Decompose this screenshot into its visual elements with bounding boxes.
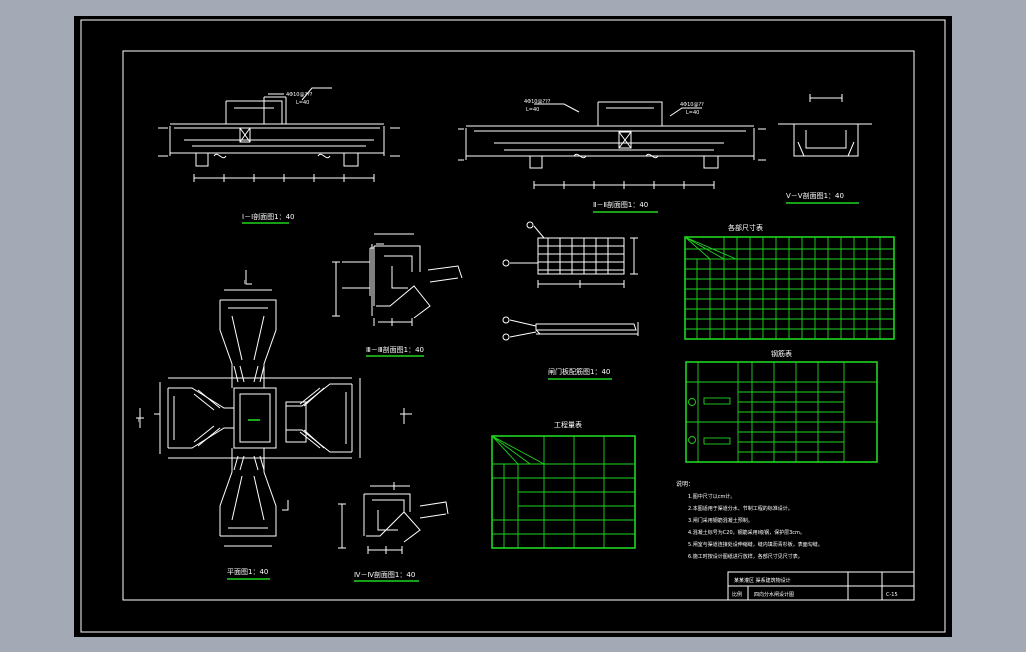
note-line-3: 3.闸门采用钢筋混凝土预制。 — [688, 517, 753, 524]
title-block[interactable]: 某某灌区 渠系建筑物设计 四向分水闸设计图 比例 C-15 — [727, 571, 915, 601]
svg-text:Ⅱ: Ⅱ — [244, 280, 246, 286]
section-1-rebar-note: 4Φ10@??? — [286, 92, 313, 98]
table-c-quantities: 工程量表 — [491, 420, 636, 549]
section-1-1-view: 4Φ10@??? L=40 Ⅰ－Ⅰ剖面图1：40 — [158, 87, 400, 224]
section-2-rebar-length-right: L=40 — [686, 110, 699, 116]
title-block-scale-label: 比例 — [732, 591, 742, 598]
notes-block: 说明： 1.图中尺寸以cm计。 2.本图适用于渠道分水、节制工程的标准设计。 3… — [676, 480, 823, 560]
svg-text:Ⅰ: Ⅰ — [138, 418, 139, 424]
table-b-title: 钢筋表 — [771, 349, 792, 358]
section-2-title: Ⅱ－Ⅱ剖面图1：40 — [593, 200, 648, 209]
section-4-4-view: Ⅳ－Ⅳ剖面图1：40 — [338, 482, 449, 582]
detail-title: 闸门板配筋图1：40 — [548, 367, 610, 376]
section-2-2-view: 4Φ10@??? L=40 4Φ10@?? L=40 Ⅱ－Ⅱ剖面图1：40 — [458, 99, 766, 213]
gate-plate-detail: 闸门板配筋图1：40 — [502, 221, 639, 380]
note-line-1: 1.图中尺寸以cm计。 — [688, 493, 735, 500]
section-2-rebar-length-left: L=40 — [526, 107, 539, 113]
section-4-title: Ⅳ－Ⅳ剖面图1：40 — [354, 570, 415, 579]
title-block-project: 某某灌区 渠系建筑物设计 — [734, 577, 791, 584]
section-2-rebar-note-right: 4Φ10@?? — [680, 102, 704, 108]
section-3-title: Ⅲ－Ⅲ剖面图1：40 — [366, 345, 424, 354]
table-a-title: 各部尺寸表 — [728, 223, 763, 232]
plan-title: 平面图1：40 — [227, 568, 268, 576]
section-1-title: Ⅰ－Ⅰ剖面图1：40 — [242, 212, 295, 221]
section-2-rebar-note-left: 4Φ10@??? — [524, 99, 551, 105]
note-line-4: 4.混凝土标号为C20，钢筋采用Ⅰ级钢，保护层3cm。 — [688, 529, 805, 536]
plan-view: Ⅰ Ⅱ 平面图1：40 — [136, 270, 412, 580]
section-3-3-view: Ⅲ－Ⅲ剖面图1：40 — [332, 233, 463, 357]
outer-border — [80, 19, 946, 633]
section-1-rebar-length: L=40 — [296, 100, 309, 106]
drawing-sheet: 4Φ10@??? L=40 Ⅰ－Ⅰ剖面图1：40 4Φ10@??? L=40 4… — [80, 19, 946, 633]
notes-header: 说明： — [676, 480, 694, 488]
note-line-5: 5.闸室与渠道连接处设伸缩缝，缝内填沥青杉板，表面勾缝。 — [688, 541, 823, 548]
title-block-drawing: 四向分水闸设计图 — [754, 591, 794, 598]
table-a-dimensions: 各部尺寸表 — [684, 223, 895, 340]
title-block-sheet-no: C-15 — [886, 592, 898, 598]
table-c-title: 工程量表 — [554, 420, 582, 429]
note-line-2: 2.本图适用于渠道分水、节制工程的标准设计。 — [688, 505, 793, 512]
cad-viewport[interactable]: 4Φ10@??? L=40 Ⅰ－Ⅰ剖面图1：40 4Φ10@??? L=40 4… — [74, 16, 952, 637]
section-5-title: Ⅴ－Ⅴ剖面图1：40 — [786, 191, 844, 200]
table-b-rebar: 钢筋表 — [685, 349, 878, 463]
note-line-6: 6.施工时按设计图纸进行放样，各部尺寸见尺寸表。 — [688, 553, 803, 560]
inner-border — [122, 50, 915, 601]
section-5-5-view: Ⅴ－Ⅴ剖面图1：40 — [778, 94, 872, 204]
